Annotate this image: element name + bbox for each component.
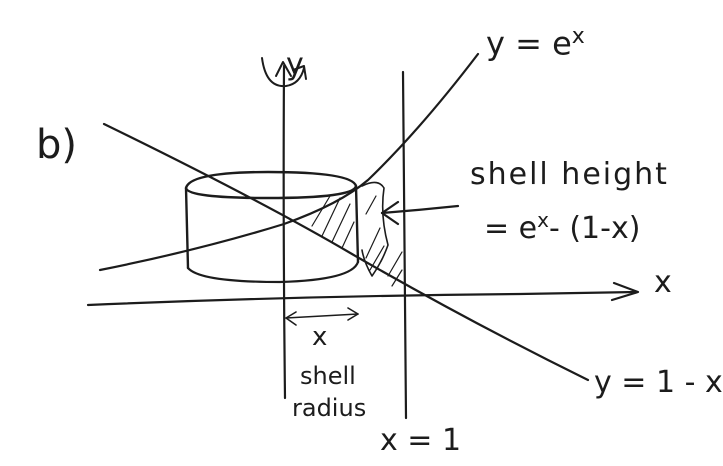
shell-radius-line2: radius xyxy=(292,394,367,422)
line-one-minus-x-label: y = 1 - x xyxy=(594,365,723,400)
x-axis-arrowhead xyxy=(610,281,640,302)
x-axis-line xyxy=(86,290,638,307)
shell-radius-arrow xyxy=(285,313,359,319)
shell-left-wall xyxy=(184,186,190,270)
curve-exp-base: y = e xyxy=(486,24,572,63)
shell-height-formula-power: x xyxy=(537,208,549,232)
shell-top-ellipse xyxy=(184,170,358,200)
y-axis-label: y xyxy=(286,47,304,82)
shell-height-formula: = ex- (1-x) xyxy=(484,210,640,244)
curve-y-equals-e-x xyxy=(98,52,480,272)
shell-height-formula-lhs: = e xyxy=(484,211,538,246)
shell-radius-line1: shell xyxy=(300,362,356,390)
curve-exp-power: x xyxy=(571,24,585,49)
shell-method-sketch xyxy=(86,52,640,420)
y-axis-line xyxy=(282,64,287,400)
shaded-region xyxy=(311,181,403,287)
shell-radius-arrowhead-left xyxy=(285,311,297,326)
shell-height-pointer-arrowhead xyxy=(380,200,400,226)
rotation-arrow-icon xyxy=(261,57,305,88)
shell-bottom-arc xyxy=(186,260,360,284)
shell-height-formula-rhs: - (1-x) xyxy=(548,211,641,246)
part-label: b) xyxy=(36,122,77,168)
x-axis-label: x xyxy=(654,265,672,300)
line-y-equals-1-minus-x xyxy=(102,122,590,382)
shell-height-title: shell height xyxy=(470,157,669,192)
shell-radius-arrowhead-right xyxy=(347,307,359,321)
radius-value-label: x xyxy=(312,322,328,352)
y-axis-arrowhead xyxy=(275,61,292,77)
shell-height-pointer-arrow xyxy=(380,204,460,215)
curve-exp-label: y = ex xyxy=(486,26,585,60)
line-x-equals-1 xyxy=(401,70,408,420)
vertical-line-label: x = 1 xyxy=(380,423,462,458)
shell-right-wall xyxy=(354,184,360,264)
rotation-arrowhead xyxy=(292,65,307,80)
